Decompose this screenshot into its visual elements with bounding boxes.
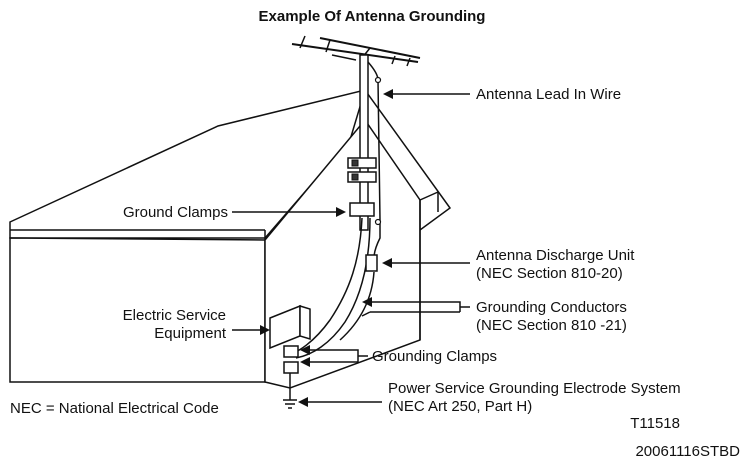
electric-service-equipment [269, 304, 311, 350]
label-electric-service-line1: Electric Service [123, 307, 226, 324]
antenna-discharge-unit [365, 254, 378, 272]
grounding-clamps [283, 345, 299, 400]
label-power-service-line2: (NEC Art 250, Part H) [388, 398, 532, 415]
label-electric-service-line2: Equipment [154, 325, 227, 342]
grounding-conductors [289, 217, 381, 359]
label-antenna-lead-in-wire: Antenna Lead In Wire [476, 86, 621, 103]
mast-clamps [347, 157, 377, 217]
label-antenna-discharge-unit: Antenna Discharge Unit [476, 247, 635, 264]
diagram-title: Example Of Antenna Grounding [259, 8, 486, 25]
label-grounding-conductors-ref: (NEC Section 810 -21) [476, 317, 627, 334]
label-antenna-discharge-unit-ref: (NEC Section 810-20) [476, 265, 623, 282]
figure-code: T11518 [630, 415, 680, 432]
antenna-mast [359, 54, 369, 231]
nec-legend: NEC = National Electrical Code [10, 400, 219, 417]
label-grounding-clamps: Grounding Clamps [372, 348, 497, 365]
label-grounding-conductors: Grounding Conductors [476, 299, 627, 316]
label-power-service-line1: Power Service Grounding Electrode System [388, 380, 681, 397]
label-ground-clamps: Ground Clamps [123, 204, 228, 221]
house [9, 88, 452, 389]
antenna [291, 35, 421, 231]
doc-code: 20061116STBD [635, 443, 740, 460]
ground-symbol-icon [283, 399, 297, 409]
callout-arrows [232, 89, 470, 407]
